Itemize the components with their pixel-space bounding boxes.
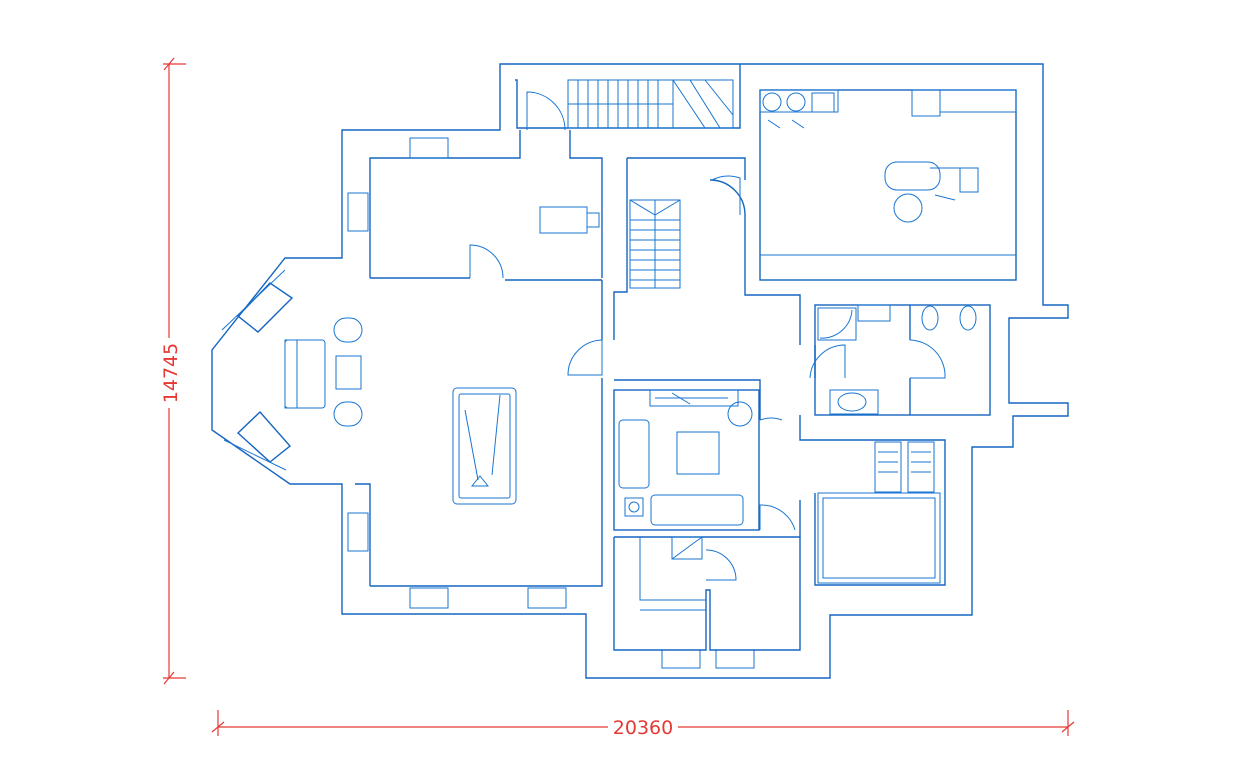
- staircase-middle: [629, 199, 681, 289]
- living-room: [613, 389, 796, 531]
- pool-area: [817, 441, 941, 584]
- sofa-group: [284, 317, 363, 427]
- kitchen: [711, 89, 1017, 281]
- width-dimension-label: 20360: [613, 717, 673, 739]
- bay-window: [221, 269, 294, 471]
- staircase-top: [567, 79, 734, 129]
- dimension-height: [163, 57, 186, 685]
- dimension-width: [211, 710, 1075, 736]
- window-frames: [347, 137, 755, 669]
- lower-rooms: [613, 500, 801, 651]
- hall-walls: [567, 157, 801, 530]
- bathrooms: [799, 304, 991, 586]
- height-dimension-label: 14745: [160, 343, 182, 403]
- exterior-walls: [211, 63, 1069, 679]
- billiard-room: [452, 387, 517, 505]
- upper-room: [469, 91, 600, 279]
